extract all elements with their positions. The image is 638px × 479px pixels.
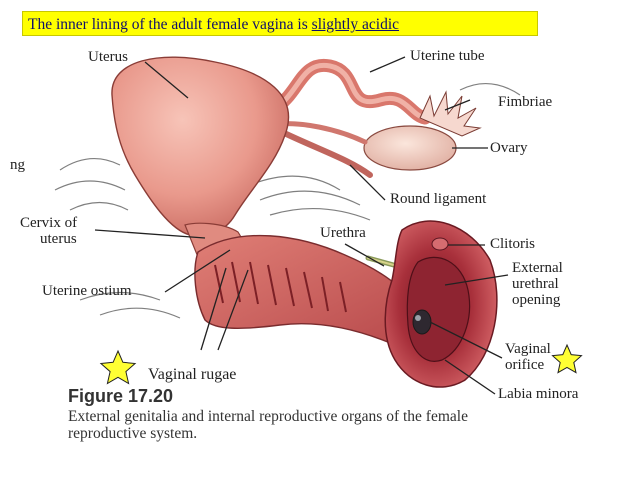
label-cervix-line2: uterus xyxy=(40,232,77,247)
label-uterine-tube: Uterine tube xyxy=(410,49,485,64)
star-icon xyxy=(101,351,135,384)
banner-emphasis: slightly acidic xyxy=(312,16,399,33)
banner-prefix: The inner lining of the adult female vag… xyxy=(28,16,312,33)
label-labia-minora: Labia minora xyxy=(498,387,578,402)
clitoris-shape xyxy=(432,238,448,250)
label-ovary: Ovary xyxy=(490,141,528,156)
label-uterine-ostium: Uterine ostium xyxy=(42,284,132,299)
ovary-shape xyxy=(364,126,456,170)
banner: The inner lining of the adult female vag… xyxy=(22,11,538,36)
vaginal-orifice-shape xyxy=(413,310,431,334)
label-round-ligament: Round ligament xyxy=(390,192,486,207)
label-vaginal-orifice-line1: Vaginal xyxy=(505,342,551,357)
uterus-shape xyxy=(112,57,289,236)
label-vaginal-orifice-line2: orifice xyxy=(505,358,544,373)
figure-caption: External genitalia and internal reproduc… xyxy=(68,408,468,442)
label-urethra: Urethra xyxy=(320,226,366,241)
banner-text: The inner lining of the adult female vag… xyxy=(28,16,399,34)
label-vaginal-rugae: Vaginal rugae xyxy=(148,366,236,384)
label-external-urethral-line1: External xyxy=(512,261,563,276)
label-uterus: Uterus xyxy=(88,50,128,65)
label-external-urethral-line2: urethral xyxy=(512,277,559,292)
label-left-edge-fragment: ng xyxy=(10,158,25,173)
star-icon xyxy=(553,345,582,373)
label-fimbriae: Fimbriae xyxy=(498,95,552,110)
figure-title: Figure 17.20 xyxy=(68,386,173,407)
label-external-urethral-line3: opening xyxy=(512,293,560,308)
label-clitoris: Clitoris xyxy=(490,237,535,252)
label-cervix-line1: Cervix of xyxy=(20,216,77,231)
